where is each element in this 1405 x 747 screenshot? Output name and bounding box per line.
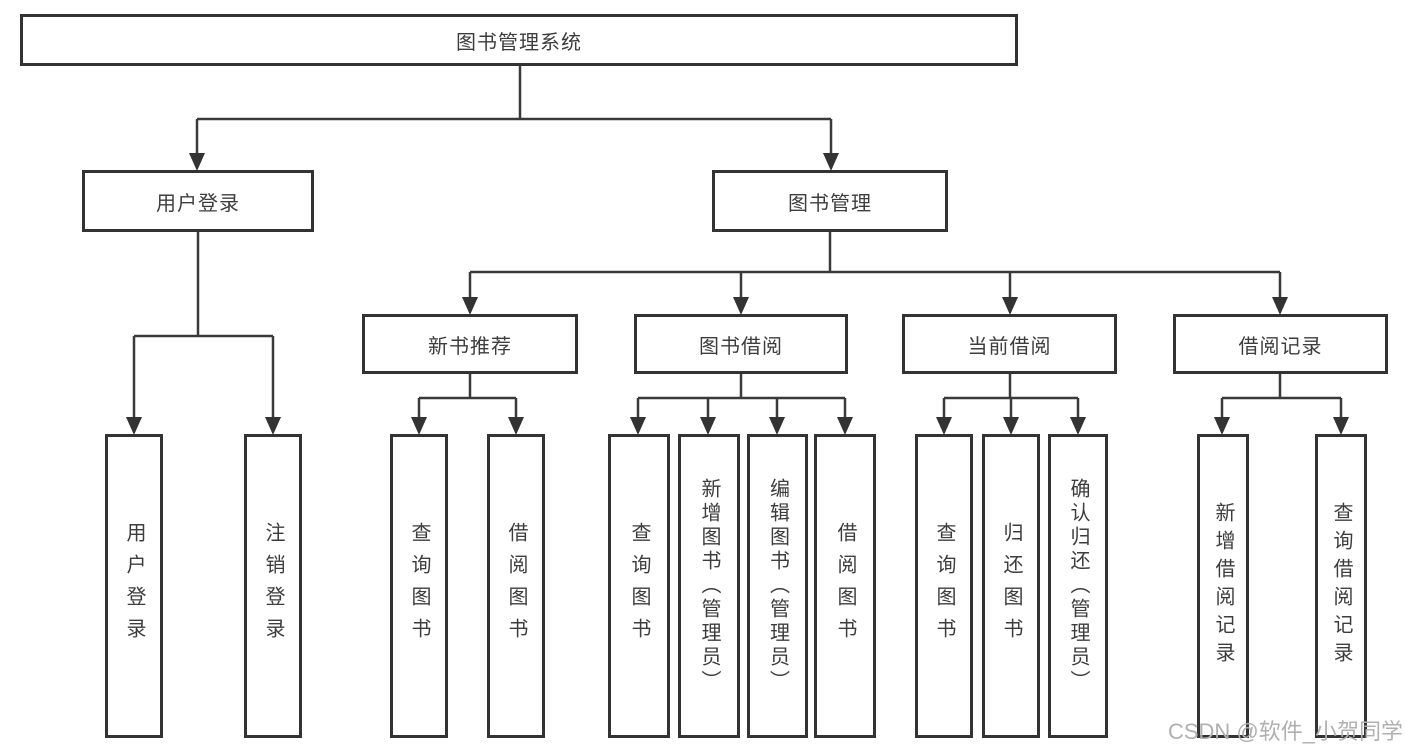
csdn-watermark: CSDN @软件_小贺同学 xyxy=(1167,719,1403,744)
node-book-management: 图书管理 xyxy=(712,170,948,232)
node-user-login: 用户登录 xyxy=(82,170,314,232)
leaf-add-book-admin: 新增图书（管理员） xyxy=(678,434,740,738)
leaf-query-books-1: 查询图书 xyxy=(390,434,448,738)
node-borrow-records: 借阅记录 xyxy=(1173,314,1388,374)
leaf-add-borrow-record: 新增借阅记录 xyxy=(1197,434,1249,738)
leaf-edit-book-admin: 编辑图书（管理员） xyxy=(747,434,808,738)
leaf-query-books-3: 查询图书 xyxy=(915,434,973,738)
leaf-return-books: 归还图书 xyxy=(982,434,1040,738)
leaf-user-login: 用户登录 xyxy=(105,434,163,738)
arrowhead-icons xyxy=(126,153,1349,435)
leaf-query-borrow-record: 查询借阅记录 xyxy=(1315,434,1367,738)
leaf-logout: 注销登录 xyxy=(244,434,302,738)
leaf-borrow-books-2: 借阅图书 xyxy=(814,434,876,738)
node-new-book-recommend: 新书推荐 xyxy=(362,314,578,374)
leaf-query-books-2: 查询图书 xyxy=(608,434,670,738)
leaf-borrow-books-1: 借阅图书 xyxy=(487,434,545,738)
node-root: 图书管理系统 xyxy=(20,14,1018,66)
leaf-confirm-return-admin: 确认归还（管理员） xyxy=(1048,434,1108,738)
node-book-borrowing: 图书借阅 xyxy=(634,314,848,374)
node-current-borrowing: 当前借阅 xyxy=(902,314,1117,374)
